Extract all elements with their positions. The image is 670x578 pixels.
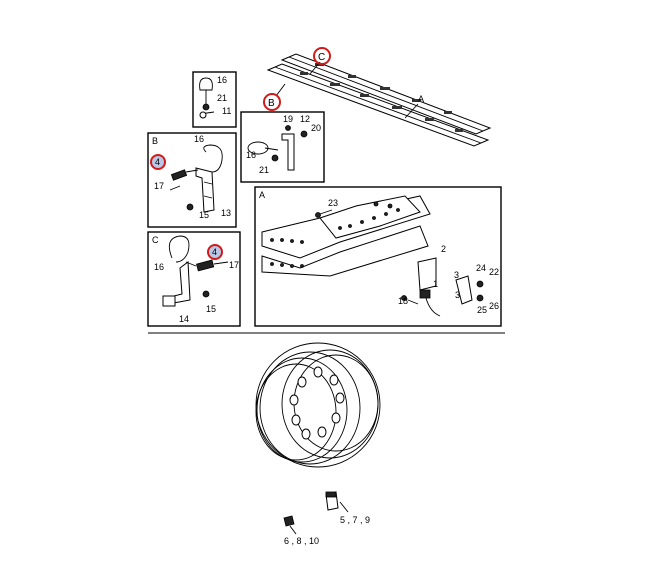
label-25: 25 <box>477 305 487 315</box>
label-11: 11 <box>222 106 231 116</box>
label-18: 18 <box>398 296 408 306</box>
label-17-b: 17 <box>154 181 164 191</box>
callout-a: A <box>418 94 424 104</box>
label-20: 20 <box>311 123 321 133</box>
panel-b: B 4 16 17 15 13 <box>147 132 237 228</box>
panel-mid: 19 12 20 16 21 <box>240 111 325 183</box>
panel-b-title: B <box>152 136 158 146</box>
label-26: 26 <box>489 301 499 311</box>
frame-rails: C B A <box>263 47 492 147</box>
label-1: 1 <box>433 279 438 289</box>
label-19: 19 <box>283 114 293 124</box>
label-3-b: 3 <box>454 270 459 280</box>
label-22: 22 <box>489 267 499 277</box>
highlight-4-c <box>207 244 223 260</box>
callout-b: B <box>268 98 275 109</box>
panel-a-title: A <box>259 190 265 200</box>
label-17-c: 17 <box>229 260 239 270</box>
rail-texture <box>274 56 484 144</box>
label-13-b: 13 <box>221 208 231 218</box>
highlight-4-b <box>150 154 166 170</box>
label-16-b: 16 <box>194 134 204 144</box>
wheel-bolt-holes <box>289 366 345 440</box>
wheel-rim <box>255 342 381 468</box>
label-21-mid: 21 <box>259 165 269 175</box>
label-21: 21 <box>217 93 227 103</box>
callout-b-ring <box>263 93 281 111</box>
label-12: 12 <box>300 114 310 124</box>
panel-c: C 4 16 17 14 15 <box>147 231 241 327</box>
panel-a: A 23 2 1 3 18 24 22 3 <box>254 186 502 327</box>
label-24: 24 <box>476 263 486 273</box>
label-4-c: 4 <box>212 247 217 257</box>
panel-top-small: 16 21 11 <box>192 71 237 128</box>
callout-c-ring <box>313 47 331 65</box>
label-16-c: 16 <box>154 262 164 272</box>
label-4-b: 4 <box>155 157 160 167</box>
label-16: 16 <box>217 75 227 85</box>
label-3-a: 3 <box>455 290 460 300</box>
label-23: 23 <box>328 198 338 208</box>
label-6-8-10: 6 , 8 , 10 <box>284 536 319 546</box>
callout-c: C <box>318 52 325 63</box>
label-16-mid: 16 <box>246 150 256 160</box>
label-14-c: 14 <box>179 314 189 324</box>
label-2: 2 <box>441 244 446 254</box>
wheel-fasteners: 5 , 7 , 9 6 , 8 , 10 <box>283 491 370 546</box>
label-15-c: 15 <box>206 304 216 314</box>
panel-c-title: C <box>152 235 159 245</box>
label-5-7-9: 5 , 7 , 9 <box>340 515 370 525</box>
crossmember-holes <box>270 201 400 268</box>
label-15-b: 15 <box>199 210 209 220</box>
